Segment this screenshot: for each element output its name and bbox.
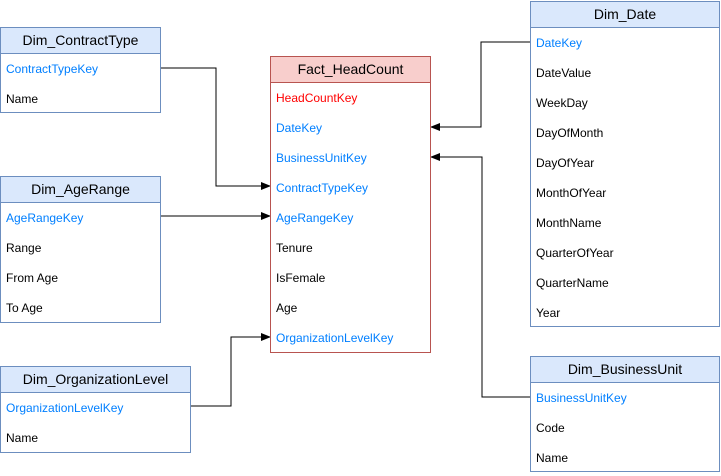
fact-headcount-field-headcountkey: HeadCountKey [276,91,358,105]
fact-headcount-field-organizationlevelkey: OrganizationLevelKey [276,331,394,345]
dim-businessunit-field-code: Code [536,421,565,435]
fact-headcount-field-businessunitkey: BusinessUnitKey [276,151,367,165]
dim-agerange-title: Dim_AgeRange [1,177,160,203]
fact-headcount-table[interactable]: Fact_HeadCount HeadCountKey DateKey Busi… [270,56,431,353]
dim-date-table[interactable]: Dim_Date DateKey DateValue WeekDay DayOf… [530,1,720,327]
dim-date-field-quarterofyear: QuarterOfYear [536,246,614,260]
connector-contracttype-to-fact [160,67,271,190]
dim-date-field-quartername: QuarterName [536,276,609,290]
dim-date-field-dayofyear: DayOfYear [536,156,595,170]
dim-organizationlevel-table[interactable]: Dim_OrganizationLevel OrganizationLevelK… [0,366,191,453]
dim-agerange-field-from-age: From Age [6,271,59,285]
dim-agerange-field-to-age: To Age [6,301,43,315]
dim-date-field-monthofyear: MonthOfYear [536,186,607,200]
dim-contracttype-table[interactable]: Dim_ContractType ContractTypeKey Name [0,27,161,113]
connector-organizationlevel-to-fact [190,333,271,407]
fact-headcount-field-isfemale: IsFemale [276,271,326,285]
dim-date-field-year: Year [536,306,561,320]
dim-contracttype-title: Dim_ContractType [1,28,160,54]
dim-date-title: Dim_Date [531,2,719,28]
dim-agerange-table[interactable]: Dim_AgeRange AgeRangeKey Range From Age … [0,176,161,323]
fact-headcount-field-datekey: DateKey [276,121,323,135]
dim-date-field-monthname: MonthName [536,216,602,230]
dim-organizationlevel-title: Dim_OrganizationLevel [1,367,190,393]
dim-organizationlevel-field-name: Name [6,431,39,445]
fact-headcount-field-contracttypekey: ContractTypeKey [276,181,369,195]
dim-businessunit-field-businessunitkey: BusinessUnitKey [536,391,627,405]
dim-date-field-datevalue: DateValue [536,66,592,80]
dim-contracttype-field-contracttypekey: ContractTypeKey [6,62,99,76]
dim-agerange-field-agerangekey: AgeRangeKey [6,211,84,225]
dim-businessunit-table[interactable]: Dim_BusinessUnit BusinessUnitKey Code Na… [530,356,720,472]
dim-businessunit-field-name: Name [536,451,569,465]
dim-businessunit-title: Dim_BusinessUnit [531,357,719,383]
fact-headcount-field-agerangekey: AgeRangeKey [276,211,354,225]
dim-organizationlevel-field-organizationlevelkey: OrganizationLevelKey [6,401,124,415]
dim-date-field-weekday: WeekDay [536,96,588,110]
dim-agerange-field-range: Range [6,241,42,255]
fact-headcount-field-tenure: Tenure [276,241,313,255]
fact-headcount-title: Fact_HeadCount [271,57,430,83]
dim-date-field-datekey: DateKey [536,36,583,50]
dim-date-field-dayofmonth: DayOfMonth [536,126,604,140]
dim-contracttype-field-name: Name [6,92,39,106]
connector-date-to-fact [430,41,530,131]
connector-businessunit-to-fact [430,153,530,398]
fact-headcount-field-age: Age [276,301,298,315]
